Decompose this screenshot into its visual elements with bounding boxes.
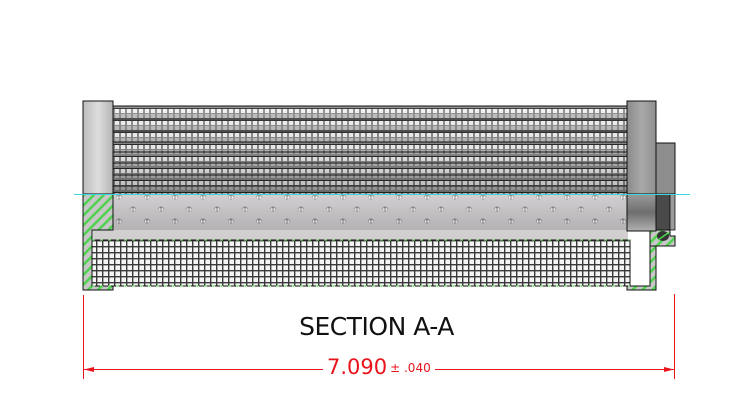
dimension-lines — [83, 294, 675, 379]
end-cap-right — [626, 100, 676, 291]
section-title: SECTION A-A — [299, 312, 454, 341]
o-ring-seal — [657, 231, 669, 241]
perforated-core — [93, 195, 628, 240]
section-hatch-edge — [92, 239, 630, 287]
wire-mesh-inner — [91, 239, 631, 287]
dimension-value: 7.090 — [327, 355, 388, 379]
pleated-filter-media — [112, 105, 628, 194]
dimension-tolerance: ± .040 — [390, 361, 431, 375]
overall-length-dimension: 7.090± .040 — [323, 355, 435, 379]
